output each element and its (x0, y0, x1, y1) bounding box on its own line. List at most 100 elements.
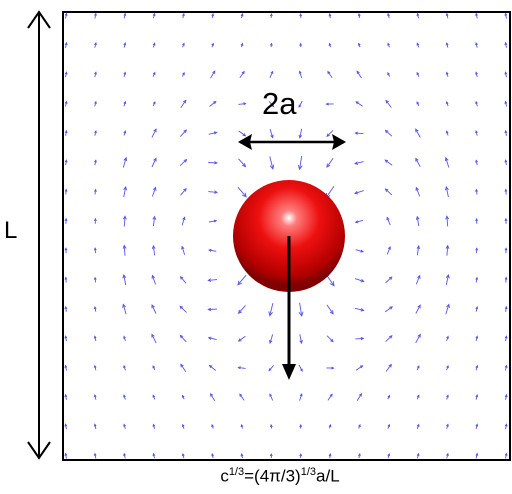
velocity-vector-head (123, 335, 126, 339)
velocity-vector-head (123, 12, 127, 16)
velocity-vector-head (64, 100, 68, 104)
velocity-vector (445, 304, 450, 315)
caption-c: c (220, 466, 229, 486)
velocity-vector-head (93, 276, 97, 280)
velocity-vector-head (387, 423, 391, 427)
velocity-vector (208, 131, 217, 135)
velocity-vector (210, 393, 216, 402)
velocity-vector-head (475, 394, 479, 398)
velocity-vector-head (416, 365, 420, 369)
velocity-vector (123, 216, 126, 227)
velocity-vector-head (182, 42, 185, 46)
velocity-vector-head (208, 248, 212, 252)
velocity-vector-head (475, 276, 479, 280)
velocity-vector (415, 128, 421, 138)
velocity-vector-head (270, 70, 274, 74)
velocity-vector-head (268, 311, 273, 317)
velocity-vector-head (354, 220, 359, 224)
velocity-vector (123, 274, 127, 286)
velocity-vector (180, 100, 187, 108)
velocity-vector-head (94, 159, 97, 163)
velocity-vector-head (504, 305, 508, 310)
velocity-vector (208, 220, 217, 223)
velocity-vector-head (93, 247, 97, 251)
sphere-velocity-arrow (282, 236, 296, 380)
velocity-vector-head (329, 310, 334, 315)
diameter-dimension-arrow (238, 134, 346, 150)
velocity-vector-head (475, 217, 478, 222)
velocity-vector-head (504, 41, 508, 46)
velocity-vector-head (326, 133, 330, 138)
velocity-vector (151, 304, 157, 314)
velocity-vector-head (445, 100, 449, 105)
velocity-vector-head (123, 71, 127, 75)
velocity-vector (238, 335, 246, 342)
velocity-vector-head (358, 393, 363, 397)
velocity-vector-head (445, 215, 450, 220)
velocity-vector-head (475, 100, 478, 104)
velocity-vector (415, 334, 421, 344)
velocity-vector-head (64, 423, 68, 427)
velocity-vector-head (504, 423, 508, 427)
velocity-vector-head (152, 394, 156, 398)
velocity-vector-head (64, 188, 68, 192)
velocity-vector-head (211, 42, 215, 46)
velocity-vector-head (153, 128, 157, 133)
velocity-vector-head (445, 244, 450, 249)
velocity-vector-head (269, 42, 273, 46)
velocity-vector-head (93, 452, 97, 456)
velocity-vector-head (153, 157, 157, 162)
velocity-vector-head (239, 393, 243, 397)
velocity-vector-head (269, 453, 273, 457)
velocity-vector-head (64, 159, 68, 163)
velocity-vector-head (475, 159, 478, 163)
velocity-vector (298, 100, 303, 108)
velocity-vector-head (504, 129, 508, 134)
velocity-vector-head (475, 247, 479, 251)
velocity-vector (355, 101, 363, 107)
velocity-vector-head (444, 156, 449, 162)
velocity-vector (326, 335, 334, 342)
velocity-vector-head (417, 274, 421, 279)
velocity-vector-head (64, 217, 68, 222)
velocity-vector-head (237, 280, 242, 286)
velocity-vector-head (270, 134, 274, 139)
velocity-vector-head (445, 12, 449, 16)
velocity-vector (299, 128, 303, 138)
velocity-vector-head (389, 306, 394, 310)
velocity-vector-head (94, 100, 97, 104)
velocity-vector (385, 100, 392, 108)
velocity-vector (355, 249, 364, 253)
velocity-vector (180, 364, 187, 372)
velocity-vector-head (299, 13, 303, 17)
velocity-vector-head (475, 364, 479, 368)
velocity-vector (356, 70, 362, 79)
velocity-vector-head (328, 12, 332, 17)
velocity-vector-head (475, 423, 479, 427)
velocity-vector-head (213, 100, 217, 105)
velocity-vector-head (475, 335, 479, 339)
velocity-vector (151, 275, 157, 285)
velocity-vector (299, 302, 303, 316)
velocity-vector-head (183, 129, 187, 134)
velocity-vector-head (300, 368, 303, 372)
velocity-vector (123, 245, 126, 256)
velocity-vector-head (182, 12, 185, 17)
velocity-vector-head (209, 392, 214, 397)
velocity-vector-head (358, 453, 361, 457)
velocity-vector-head (475, 71, 478, 75)
velocity-vector-head (359, 365, 364, 369)
velocity-vector (179, 335, 187, 343)
velocity-vector-head (298, 104, 302, 108)
velocity-vector-head (152, 423, 156, 427)
velocity-vector-head (504, 364, 508, 368)
velocity-vector-head (385, 99, 389, 104)
velocity-vector-head (355, 101, 359, 105)
velocity-vector (269, 156, 274, 170)
velocity-vector-head (387, 394, 391, 398)
velocity-vector (355, 365, 363, 371)
velocity-vector (385, 188, 393, 196)
velocity-vector-head (64, 364, 68, 368)
velocity-vector-head (415, 128, 419, 133)
velocity-vector-head (416, 423, 420, 427)
